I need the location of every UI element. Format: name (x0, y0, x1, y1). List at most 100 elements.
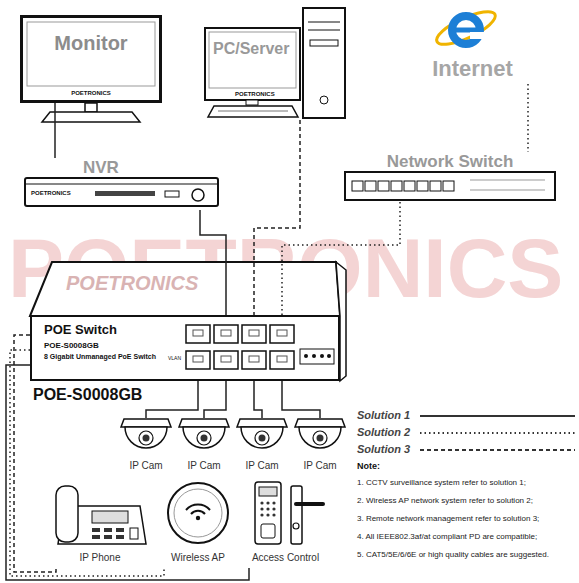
network-switch-drawing (470, 180, 545, 181)
legend-text: Solution 1 (357, 409, 410, 422)
ip-camera (121, 419, 171, 427)
ip-phone (92, 535, 100, 539)
network-switch-drawing (443, 181, 454, 191)
network-switch-drawing (470, 190, 545, 191)
ip-camera (197, 431, 211, 445)
access-control (296, 502, 323, 506)
node-label: NVR (83, 158, 119, 178)
ip-camera (237, 419, 287, 427)
ip-camera (183, 427, 225, 448)
ip-camera (313, 431, 327, 445)
network-switch-drawing (430, 181, 441, 191)
ip-camera (139, 431, 153, 445)
access-control (261, 524, 275, 538)
node-label: Access Control (243, 552, 328, 564)
ip-camera (118, 418, 174, 458)
internet-logo (433, 5, 499, 50)
internet-logo (454, 28, 478, 33)
pc-drawing (205, 28, 300, 100)
ip-camera (299, 427, 341, 448)
node-label: IP Phone (50, 552, 150, 564)
ip-camera (201, 435, 208, 442)
access-control (259, 487, 277, 496)
nvr-drawing (25, 178, 218, 206)
wireless-ap (196, 516, 200, 520)
access-control (260, 501, 263, 504)
poe-switch-drawing (221, 356, 231, 362)
access-control (272, 507, 275, 510)
wireless-ap: Wireless AP (158, 478, 238, 568)
internet-logo (452, 16, 480, 44)
access-control (266, 513, 269, 516)
ip-phone (116, 528, 124, 532)
poe-switch-drawing (270, 351, 294, 369)
cable-line (204, 381, 226, 418)
poe-switch-drawing (300, 349, 334, 364)
access-control (293, 523, 299, 529)
ip-camera: IP Cam (118, 418, 174, 470)
ip-camera: IP Cam (234, 418, 290, 470)
network-switch: Network Switch (345, 152, 555, 202)
access-control (260, 507, 263, 510)
poe-switch-drawing (312, 354, 316, 358)
poe-switch-drawing (30, 262, 346, 381)
node-label: IP Cam (292, 460, 348, 472)
ip-phone (56, 486, 78, 542)
brand-mark: POETRONICS (66, 272, 198, 295)
ip-phone (92, 528, 100, 532)
access-control (255, 482, 281, 544)
pc-drawing (205, 8, 345, 118)
cable-line (14, 335, 56, 572)
ip-phone (92, 511, 128, 523)
node-label: IP Cam (234, 460, 290, 472)
ip-camera (292, 418, 348, 458)
ip-camera (295, 419, 345, 427)
ip-camera (259, 435, 266, 442)
cable-line (282, 202, 400, 315)
poe-switch-drawing (186, 325, 210, 343)
pc-drawing (218, 111, 288, 112)
network-switch-drawing (378, 181, 389, 191)
ip-camera (234, 418, 290, 458)
node-label: POETRONICS (23, 90, 159, 97)
poe-switch-drawing (277, 356, 287, 362)
cable-line (527, 84, 529, 152)
node-label: POE-S0008GB (33, 386, 142, 404)
internet-icon: Internet (405, 6, 540, 84)
legend-sample (420, 432, 575, 434)
ip-camera (176, 418, 232, 458)
access-control (243, 478, 328, 548)
cable-line (254, 381, 262, 418)
node-label: POETRONICS (235, 91, 275, 98)
poe-switch-drawing (242, 325, 266, 343)
ip-phone: IP Phone (50, 478, 150, 568)
note-heading: Note: (357, 461, 380, 471)
access-control: Access Control (243, 478, 328, 568)
poe-switch-drawing (30, 262, 340, 316)
pc-drawing (308, 30, 340, 31)
node-label: 8 Gigabit Unmanaged PoE Switch (44, 353, 156, 361)
poe-switch-drawing (304, 354, 308, 358)
monitor-screen: MonitorPOETRONICS (20, 15, 162, 103)
node-label: Monitor (23, 32, 159, 55)
nvr-drawing (165, 191, 179, 197)
nvr-recorder: NVRPOETRONICS (25, 158, 220, 210)
ip-phone (130, 528, 138, 539)
network-switch-drawing (352, 181, 363, 191)
pc-drawing (308, 22, 340, 23)
cable-line (254, 120, 300, 315)
legend-sample (420, 415, 575, 417)
nvr-drawing (25, 184, 218, 185)
pc-drawing (320, 96, 328, 104)
network-switch-drawing (404, 181, 415, 191)
poe-switch-drawing (193, 330, 203, 336)
legend-sample (420, 449, 575, 451)
monitor-drawing (20, 15, 162, 103)
node-label: IP Cam (118, 460, 174, 472)
ip-phone (104, 535, 112, 539)
cable-line (146, 381, 198, 418)
legend-text: Solution 2 (357, 426, 410, 439)
monitor-drawing (20, 15, 162, 122)
cable-line (200, 210, 226, 315)
node-label: Internet (405, 56, 540, 81)
